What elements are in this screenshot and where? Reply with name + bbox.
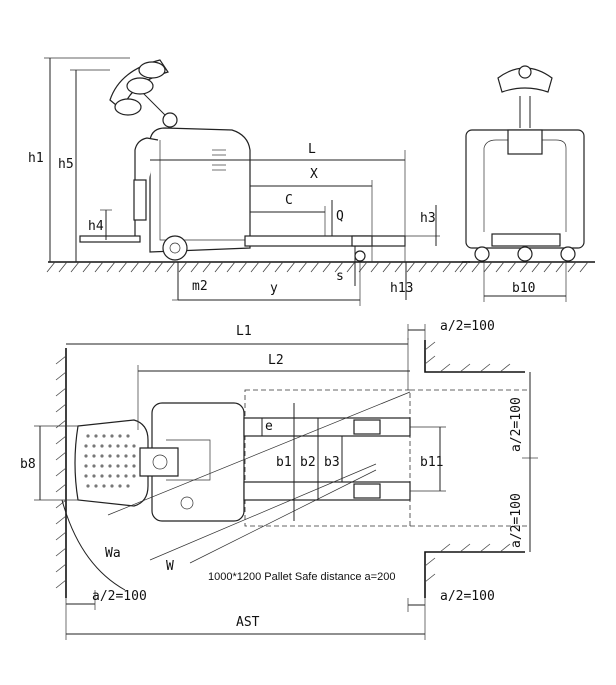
dim-y-label: y (270, 281, 278, 296)
side-tiller-head (109, 59, 178, 128)
turn-radius-line-1 (107, 391, 411, 516)
side-fork (244, 235, 406, 247)
left-wall-hatch (55, 355, 67, 589)
top-tiller (139, 447, 179, 477)
clearance-bottom-right-label: a/2=100 (440, 589, 495, 604)
top-platform-dots (84, 434, 136, 488)
dim-e-label: e (265, 419, 273, 434)
rear-fork-frame (491, 233, 561, 247)
rear-tiller-head (497, 67, 553, 93)
side-body-panel (159, 140, 245, 241)
top-platform (74, 419, 149, 507)
dim-b1-label: b1 (276, 455, 292, 470)
side-drive-wheel-hub (169, 242, 181, 254)
rear-column-base (507, 129, 543, 155)
dim-X-label: X (310, 167, 318, 182)
tiller-pivot (162, 112, 178, 128)
side-ground-hatch (46, 261, 464, 273)
clearance-right-upper-label: a/2=100 (509, 397, 524, 452)
dim-s-label: s (336, 269, 344, 284)
side-truck-body (149, 127, 251, 253)
dim-L2-label: L2 (268, 353, 284, 368)
top-dimensions (34, 324, 538, 640)
pallet-outline (244, 389, 411, 527)
clearance-bottom-left-label: a/2=100 (92, 589, 147, 604)
top-fork-roller-lower (353, 483, 381, 499)
turn-arc-outer (61, 499, 126, 591)
dim-h3-label: h3 (420, 211, 436, 226)
right-wall-lower (424, 551, 525, 598)
dim-h5-label: h5 (58, 157, 74, 172)
tiller-grip-lower (114, 98, 142, 116)
side-dimensions (44, 57, 440, 306)
dim-L1-label: L1 (236, 324, 252, 339)
side-load-wheel (354, 250, 366, 262)
side-fork-roller (351, 235, 373, 247)
dim-b10-label: b10 (512, 281, 535, 296)
dim-Wa-label: Wa (105, 546, 121, 561)
dim-Q-label: Q (336, 209, 344, 224)
dim-AST-label: AST (236, 615, 260, 630)
tiller-grip-middle (126, 77, 154, 95)
pallet-safe-distance-note: 1000*1200 Pallet Safe distance a=200 (208, 571, 395, 583)
dim-h13-label: h13 (390, 281, 413, 296)
dim-W-label: W (166, 559, 174, 574)
top-view: L1 L2 b8 e b1 b2 b3 b11 Wa W AST a/2=100… (20, 319, 538, 640)
top-fork-roller-upper (353, 419, 381, 435)
dim-b3-label: b3 (324, 455, 340, 470)
side-view: h1 h5 h4 L X C Q h3 h13 m2 y s (28, 57, 470, 306)
top-body-panel (166, 439, 211, 481)
dim-b11-label: b11 (420, 455, 443, 470)
dim-b2-label: b2 (300, 455, 316, 470)
rear-wheel-left (474, 246, 490, 262)
side-platform (79, 235, 141, 243)
tiller-grip-upper (138, 61, 166, 79)
rear-view: b10 (459, 65, 595, 302)
dim-h1-label: h1 (28, 151, 44, 166)
rear-tiller-knob (518, 65, 532, 79)
clearance-right-lower-label: a/2=100 (509, 493, 524, 548)
rear-wheel-right (560, 246, 576, 262)
dim-b8-label: b8 (20, 457, 36, 472)
clearance-top-right-label: a/2=100 (440, 319, 495, 334)
dim-m2-label: m2 (192, 279, 208, 294)
turn-radius-line-3 (189, 469, 377, 564)
side-drive-wheel (162, 235, 188, 261)
top-tiller-pivot (152, 454, 168, 470)
dim-C-label: C (285, 193, 293, 208)
dim-h4-label: h4 (88, 219, 104, 234)
dim-L-label: L (308, 142, 316, 157)
side-handle-grip (133, 179, 147, 221)
right-wall-hatch (424, 341, 511, 583)
rear-ground-hatch (459, 261, 589, 273)
rear-wheel-center (517, 246, 533, 262)
right-wall-upper (424, 340, 525, 373)
turn-radius-line-2 (149, 463, 377, 561)
top-body-knob (180, 496, 194, 510)
